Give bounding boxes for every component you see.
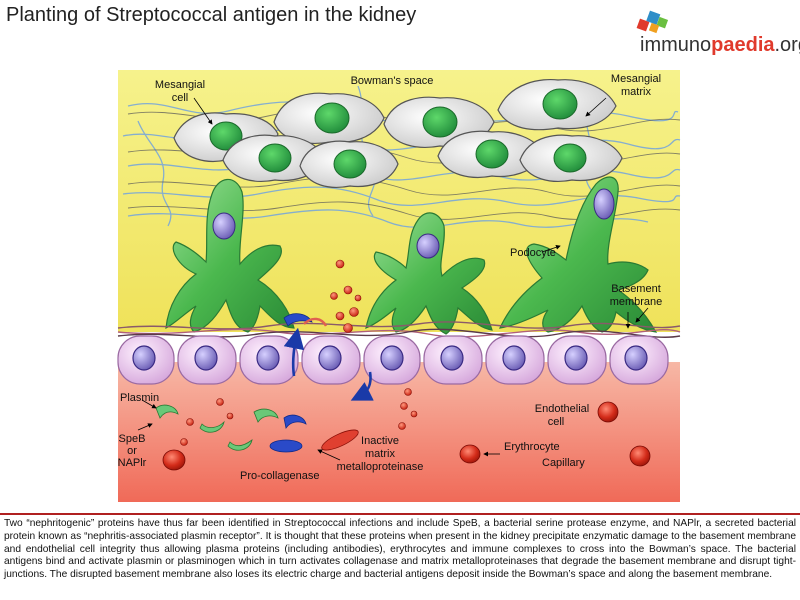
label-basement-membrane-2: membrane (610, 296, 663, 308)
label-mesangial-matrix-2: matrix (621, 86, 651, 98)
erythrocytes (162, 401, 651, 471)
inactive-mmp-molecule (321, 429, 359, 451)
label-mesangial-matrix-1: Mesangial (611, 73, 661, 85)
podocytes (165, 176, 658, 335)
logo-cubes-icon (636, 10, 669, 34)
label-speb-1: SpeB (119, 433, 146, 445)
endothelial-cell (609, 335, 669, 385)
label-mesangial-cell-1: Mesangial (155, 79, 205, 91)
label-inactive-mmp-3: metalloproteinase (337, 461, 424, 473)
podocyte (498, 176, 658, 333)
logo-part-paedia: paedia (711, 34, 775, 56)
label-speb-3: NAPlr (118, 457, 147, 469)
endothelial-cell (301, 335, 361, 385)
label-pro-collagenase: Pro-collagenase (240, 470, 320, 482)
label-podocyte: Podocyte (510, 247, 556, 259)
label-endothelial-cell-1: Endothelial (535, 403, 589, 415)
podocyte (365, 212, 493, 335)
migration-arrows (283, 327, 374, 401)
leader-lines (137, 97, 649, 461)
label-capillary: Capillary (542, 457, 585, 469)
mesangial-cell (299, 140, 399, 188)
caption-text: Two “nephritogenic” proteins have thus f… (4, 518, 796, 581)
label-inactive-mmp-2: matrix (365, 448, 395, 460)
mesangial-cell (497, 78, 617, 131)
page-title: Planting of Streptococcal antigen in the… (6, 4, 417, 26)
logo-part-org: .org (774, 34, 800, 56)
label-bowmans-space: Bowman's space (351, 75, 434, 87)
mesangial-cells (173, 78, 623, 188)
endothelial-cell (177, 335, 237, 385)
label-endothelial-cell-2: cell (548, 416, 565, 428)
mesangial-cell (222, 134, 326, 182)
diagram-labels: Mesangial cell Bowman's space Mesangial … (118, 73, 663, 482)
label-mesangial-cell-2: cell (172, 92, 189, 104)
caption-divider (0, 513, 800, 515)
label-erythrocyte: Erythrocyte (504, 441, 560, 453)
logo-part-immuno: immuno (640, 34, 712, 56)
endothelial-cells (117, 335, 669, 385)
mesangial-cell (519, 134, 623, 182)
mesangial-cell (437, 130, 545, 178)
plasmin-arcs-top (283, 313, 328, 327)
plasmin-molecules (155, 404, 307, 451)
label-inactive-mmp-1: Inactive (361, 435, 399, 447)
mesangial-cell (273, 92, 385, 144)
bacterial-antigens-bowman (330, 259, 412, 410)
immunopaedia-logo (636, 10, 669, 34)
endothelial-cell (117, 335, 175, 385)
speb-napir-dots (180, 398, 418, 446)
kidney-diagram: Mesangial cell Bowman's space Mesangial … (108, 66, 690, 508)
endothelial-cell (239, 335, 299, 385)
label-plasmin: Plasmin (120, 392, 159, 404)
endothelial-cell (485, 335, 545, 385)
label-speb-2: or (127, 445, 137, 457)
endothelial-cell (423, 335, 483, 385)
pro-collagenase-molecule (269, 439, 303, 453)
endothelial-cell (363, 335, 421, 385)
endothelial-cell (547, 335, 607, 385)
logo-wordmark: immunopaedia.org (640, 34, 800, 57)
label-basement-membrane-1: Basement (611, 283, 661, 295)
podocyte (165, 178, 295, 333)
